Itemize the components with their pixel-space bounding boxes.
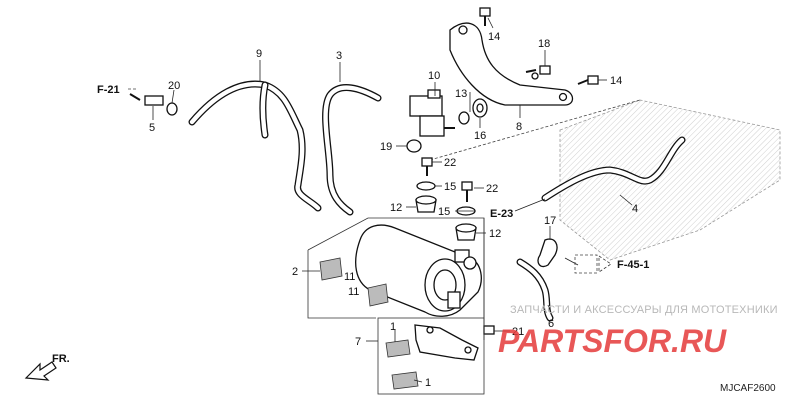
- callout-2: 2: [292, 266, 298, 278]
- watermark-tagline: ЗАПЧАСТИ И АКСЕССУАРЫ ДЛЯ МОТОТЕХНИКИ: [510, 304, 778, 316]
- watermark-logo: PARTSFOR.RU: [498, 323, 727, 359]
- washer-15-a[interactable]: [416, 181, 436, 191]
- callout-11-a: 11: [344, 271, 355, 283]
- ref-f451[interactable]: F-45-1: [617, 259, 649, 271]
- callout-15-a: 15: [444, 181, 456, 193]
- ref-arrow-f451: [574, 254, 612, 274]
- canister-bracket-frame: [377, 317, 485, 395]
- hose-4[interactable]: [541, 136, 686, 202]
- callout-8: 8: [516, 121, 522, 133]
- bracket-8[interactable]: [449, 22, 574, 106]
- ref-f21[interactable]: F-21: [97, 84, 120, 96]
- ref-e23[interactable]: E-23: [490, 208, 513, 220]
- pad-11-a[interactable]: [319, 257, 343, 281]
- callout-5: 5: [149, 122, 155, 134]
- diagram-code: MJCAF2600: [720, 383, 776, 394]
- pad-1-b[interactable]: [391, 371, 419, 390]
- callout-22-a: 22: [444, 157, 456, 169]
- callout-3: 3: [336, 50, 342, 62]
- rubber-12-a[interactable]: [415, 195, 437, 213]
- hose-6[interactable]: [516, 258, 554, 322]
- nut-13[interactable]: [458, 111, 470, 125]
- bolt-22-a[interactable]: [421, 157, 433, 176]
- callout-14-right: 14: [610, 75, 622, 87]
- bolt-21[interactable]: [483, 325, 495, 335]
- hose-9[interactable]: [188, 80, 322, 212]
- callout-13: 13: [455, 88, 467, 100]
- grommet-19[interactable]: [406, 139, 422, 153]
- callout-18: 18: [538, 38, 550, 50]
- collar-16[interactable]: [472, 98, 488, 118]
- callout-11-b: 11: [348, 286, 359, 298]
- pad-1-a[interactable]: [385, 339, 411, 358]
- clamp-17[interactable]: [537, 238, 558, 268]
- solenoid-valve-10[interactable]: [409, 89, 455, 137]
- frame-hatched-area: [429, 99, 781, 261]
- fitting-5[interactable]: [129, 93, 164, 106]
- callout-22-b: 22: [486, 183, 498, 195]
- callout-1-b: 1: [425, 377, 431, 389]
- bolt-18[interactable]: [525, 65, 551, 75]
- callout-21: 21: [512, 326, 524, 338]
- bolt-14-top[interactable]: [479, 7, 491, 26]
- bolt-14-right[interactable]: [577, 75, 599, 85]
- pad-11-b[interactable]: [367, 283, 389, 307]
- callout-12-b: 12: [489, 228, 501, 240]
- bracket-7[interactable]: [414, 324, 479, 361]
- hose-3[interactable]: [322, 84, 382, 216]
- front-direction-arrow: FR.: [24, 353, 70, 381]
- callout-16: 16: [474, 130, 486, 142]
- callout-9: 9: [256, 48, 262, 60]
- callout-12-a: 12: [390, 202, 402, 214]
- callout-19: 19: [380, 141, 392, 153]
- bolt-22-b[interactable]: [461, 181, 473, 202]
- callout-20: 20: [168, 80, 180, 92]
- callout-1-a: 1: [390, 321, 396, 333]
- callout-7: 7: [355, 336, 361, 348]
- rubber-12-b[interactable]: [455, 223, 477, 241]
- callout-15-b: 15: [438, 206, 450, 218]
- callout-4: 4: [632, 203, 638, 215]
- leader-lines: [152, 17, 633, 383]
- front-label: FR.: [52, 353, 70, 365]
- callout-14-top: 14: [488, 31, 500, 43]
- callout-10: 10: [428, 70, 440, 82]
- callout-6: 6: [548, 318, 554, 330]
- callout-17: 17: [544, 215, 556, 227]
- clip-20[interactable]: [166, 102, 178, 116]
